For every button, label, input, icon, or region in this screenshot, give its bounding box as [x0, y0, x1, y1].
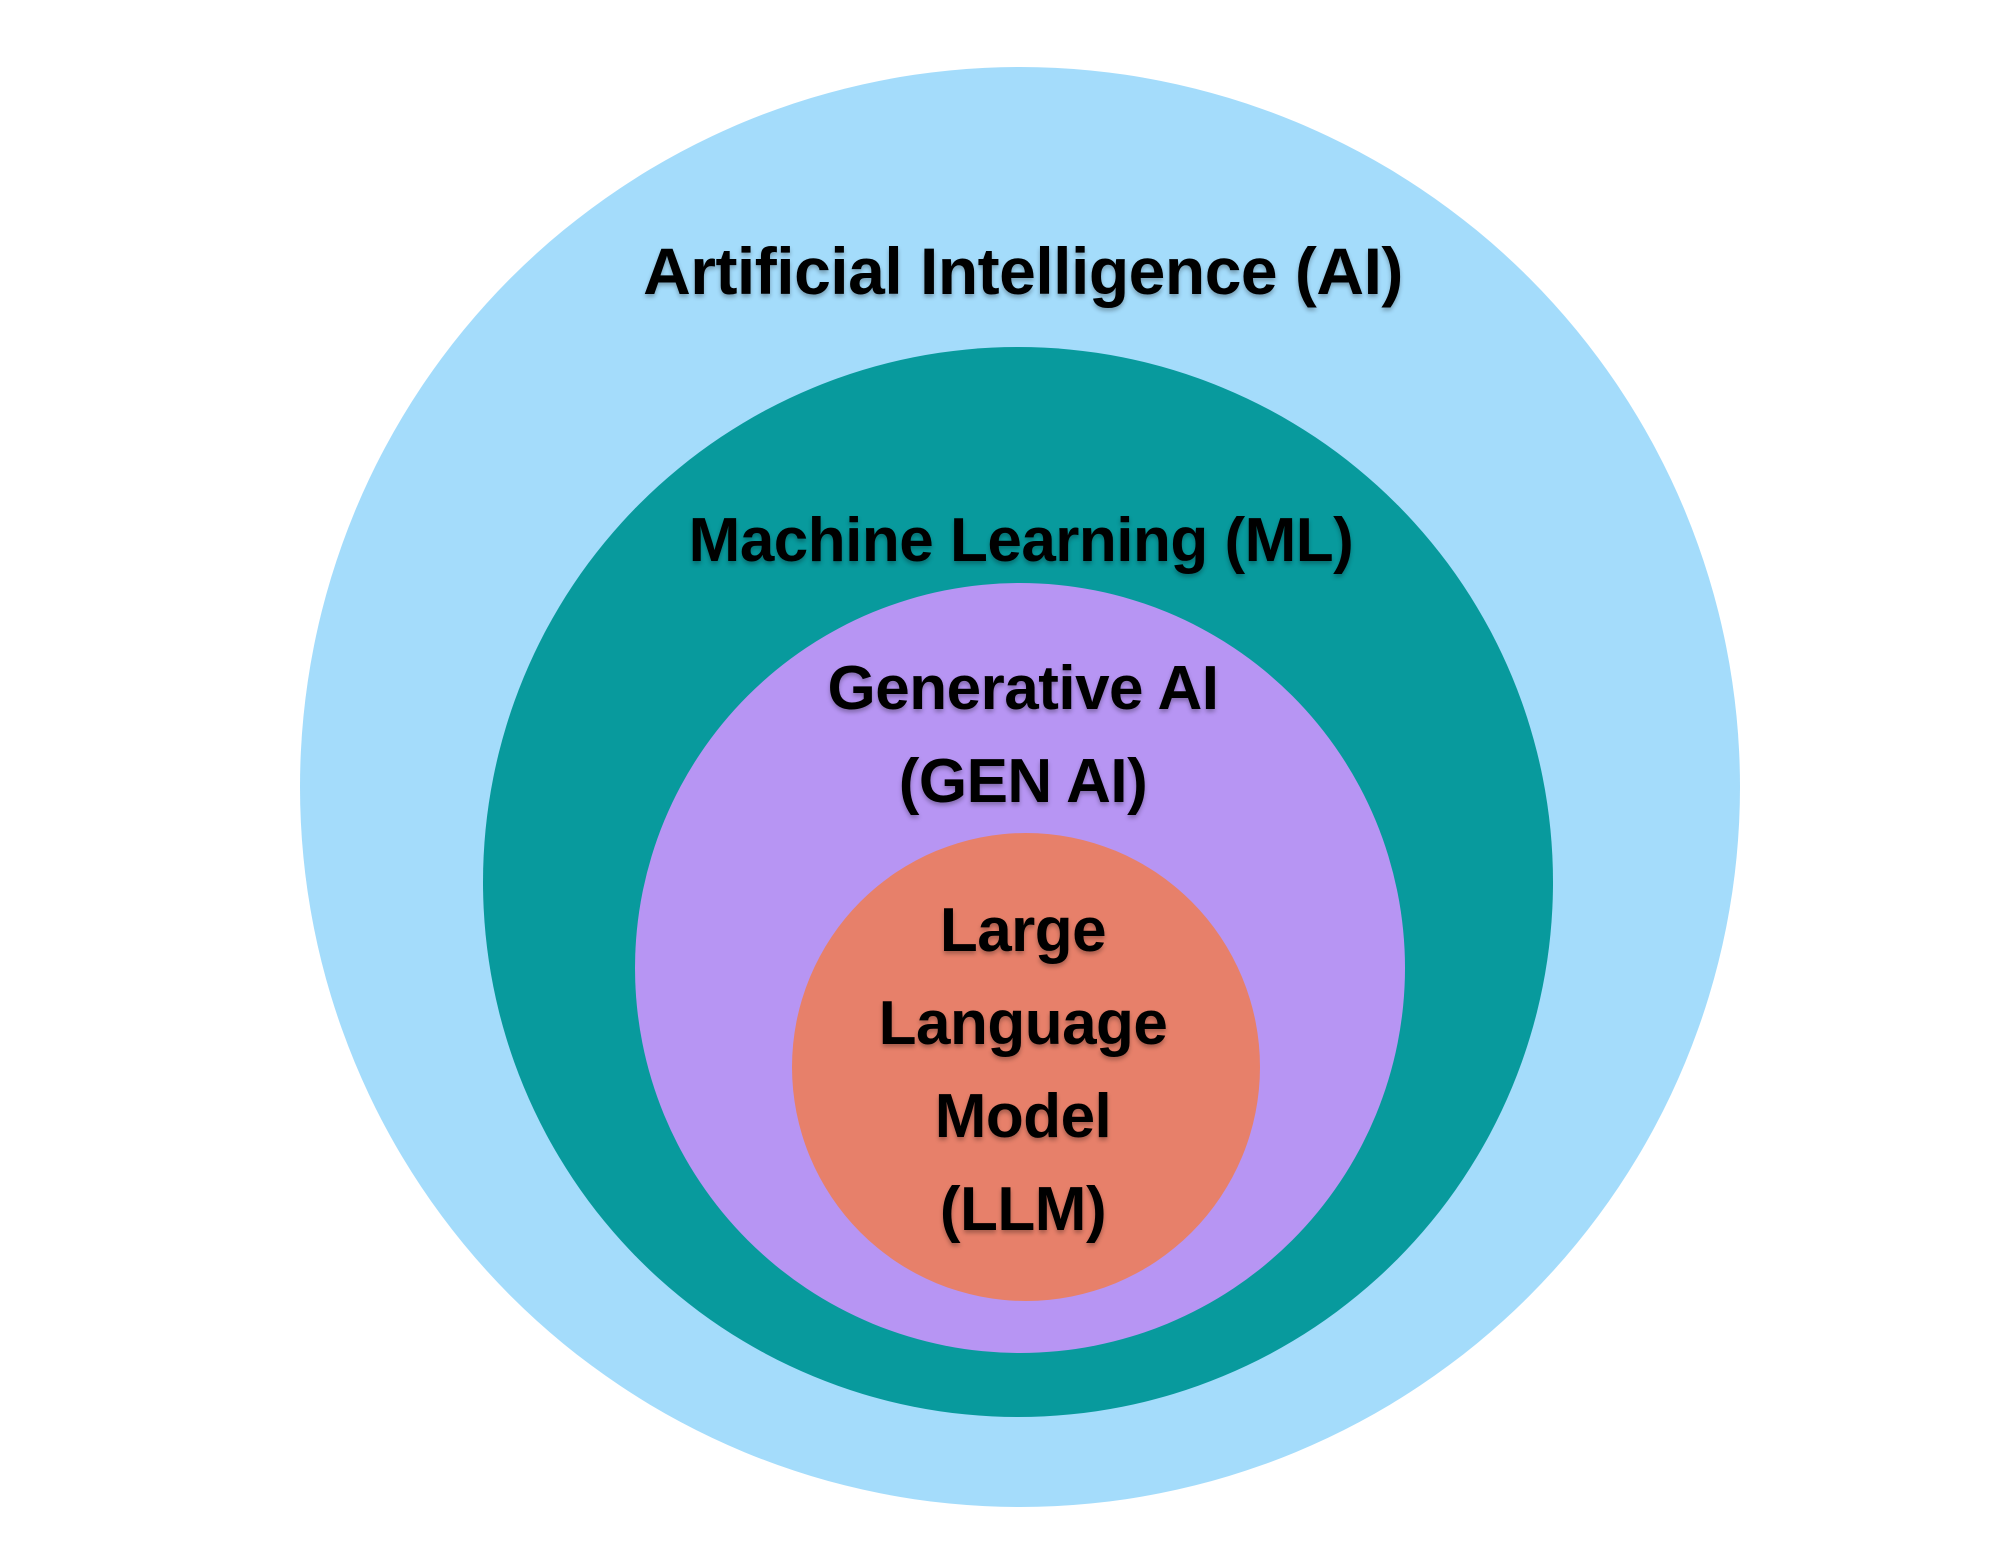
label-generative-ai: Generative AI (GEN AI) — [828, 642, 1219, 828]
label-llm-line-1: Large — [939, 896, 1107, 965]
circle-large-language-model — [792, 833, 1260, 1301]
label-artificial-intelligence: Artificial Intelligence (AI) — [643, 234, 1403, 308]
label-large-language-model: Large Language Model (LLM) — [879, 884, 1168, 1256]
label-llm-line-3: Model — [934, 1082, 1112, 1151]
label-llm-line-2: Language — [878, 989, 1168, 1058]
label-machine-learning: Machine Learning (ML) — [688, 506, 1354, 575]
label-generative-ai-line-1: Generative AI — [827, 654, 1219, 723]
label-llm-line-4: (LLM) — [939, 1175, 1107, 1244]
label-generative-ai-line-2: (GEN AI) — [898, 747, 1148, 816]
